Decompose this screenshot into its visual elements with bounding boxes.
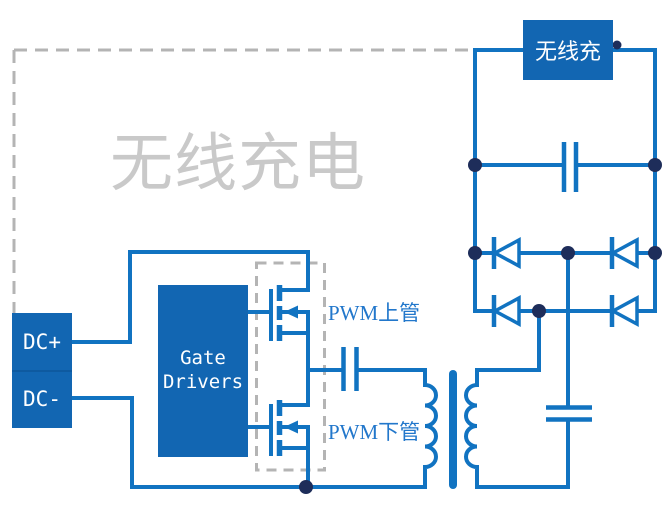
wireless-charger-block	[523, 20, 613, 80]
dc-negative-label: DC-	[23, 387, 61, 411]
bridge-diode-top-right	[609, 237, 639, 269]
pwm-high-side-label: PWM上管	[328, 301, 421, 325]
bridge-diode-bottom-right	[609, 295, 639, 327]
junction-dot	[648, 158, 662, 172]
transformer	[423, 368, 479, 489]
dc-input-wires	[70, 250, 427, 489]
dc-positive-label: DC+	[23, 330, 61, 354]
watermark-text: 无线充电	[110, 128, 366, 199]
secondary-resonant-capacitor	[546, 405, 592, 422]
primary-resonant-capacitor	[306, 347, 427, 391]
gate-drivers-label: Gate Drivers	[162, 347, 244, 393]
transformer-primary-coil	[423, 368, 438, 489]
bridge-diode-bottom-left	[491, 295, 521, 327]
dashed-border	[12, 48, 476, 313]
junction-dot	[468, 246, 482, 260]
junction-dot	[648, 246, 662, 260]
junction-dot	[561, 246, 575, 260]
junction-dot	[299, 480, 313, 494]
junction-dot	[532, 304, 546, 318]
transformer-secondary-coil	[464, 368, 479, 489]
junction-dots	[299, 40, 662, 494]
wireless-charger-label: 无线充	[534, 39, 601, 64]
output-filter-capacitor	[561, 142, 579, 192]
junction-dot	[468, 158, 482, 172]
bridge-diode-top-left	[491, 237, 521, 269]
pwm-low-side-label: PWM下管	[328, 420, 421, 444]
mosfet-body-arrow-icon	[284, 305, 298, 319]
junction-dot	[612, 40, 622, 50]
mosfet-dashed-outline	[255, 261, 326, 472]
low-side-mosfet	[246, 400, 310, 456]
mosfet-body-arrow-icon	[284, 420, 298, 434]
gate-drivers-block	[158, 285, 248, 457]
secondary-wires	[475, 251, 570, 489]
high-side-mosfet	[246, 285, 310, 341]
